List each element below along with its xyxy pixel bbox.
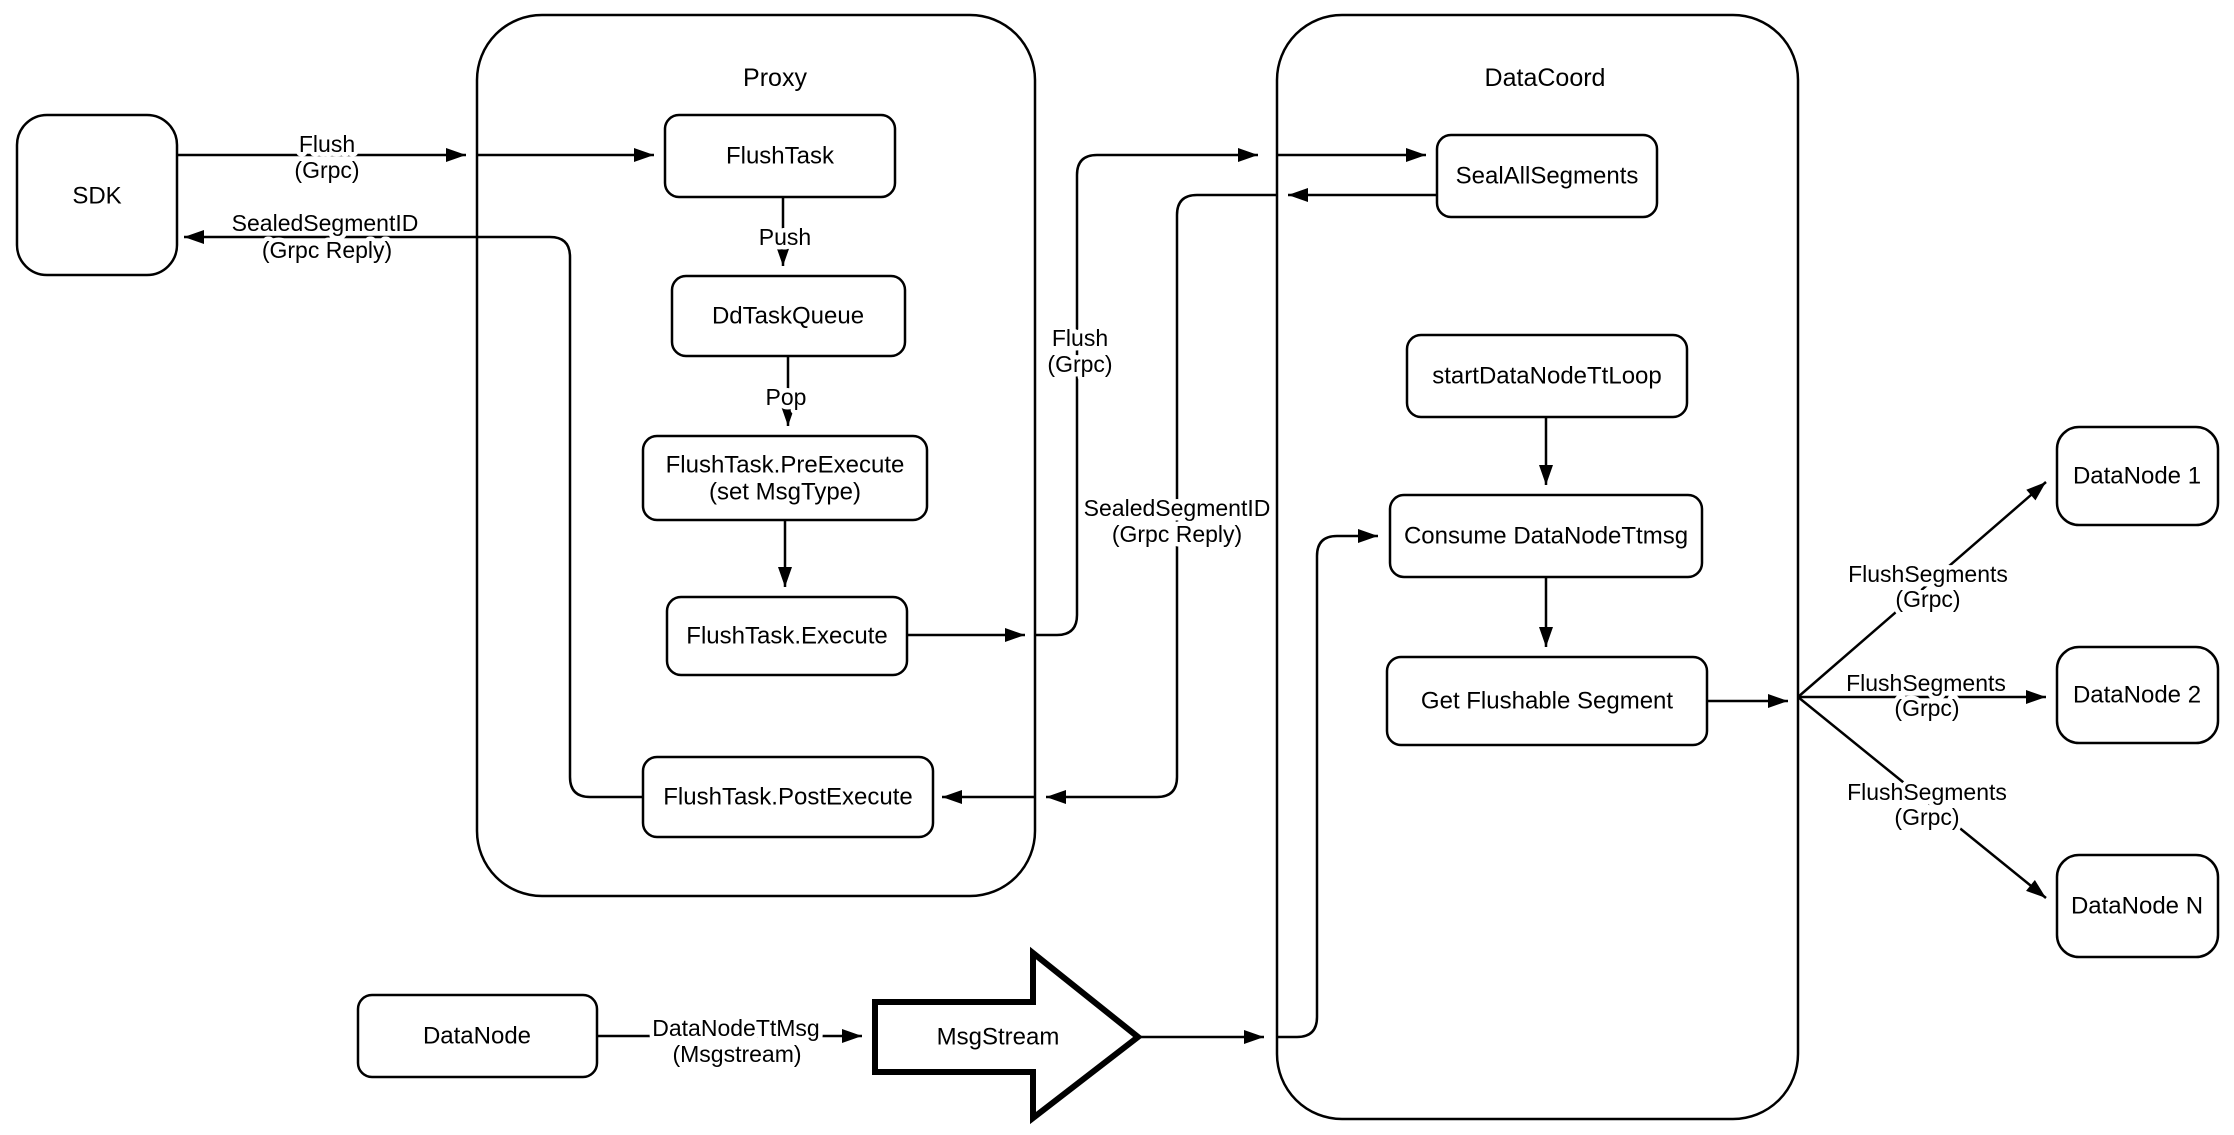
flushtask-node-label: FlushTask bbox=[726, 143, 835, 170]
datacoord-container: DataCoord bbox=[1275, 13, 1800, 1121]
datanode2-node-label: DataNode 2 bbox=[2073, 682, 2201, 709]
edge-label-ssid-sdk-line1: SealedSegmentID bbox=[232, 210, 419, 236]
datanode2-node: DataNode 2 bbox=[2055, 645, 2220, 745]
edge-label-ssid-sdk-line2: (Grpc Reply) bbox=[262, 237, 392, 263]
ddtaskqueue-node-label: DdTaskQueue bbox=[712, 303, 864, 330]
edge-datacoord-to-proxy-border-reply bbox=[1046, 193, 1277, 804]
edge-label-flush-mid-line1: Flush bbox=[1052, 325, 1108, 351]
datanode2-node-box bbox=[2055, 645, 2220, 745]
execute-node: FlushTask.Execute bbox=[665, 595, 909, 677]
proxy-container: Proxy bbox=[475, 13, 1037, 898]
execute-node-box bbox=[665, 595, 909, 677]
ddtaskqueue-node-box bbox=[670, 274, 907, 358]
flushtask-node: FlushTask bbox=[663, 113, 897, 199]
preexecute-node: FlushTask.PreExecute (set MsgType) bbox=[641, 434, 929, 522]
edge-label-flushsegments2-line1: FlushSegments bbox=[1846, 670, 2006, 696]
edge-label-flushsegments1-line1: FlushSegments bbox=[1848, 561, 2008, 587]
datanode-bottom-node-label: DataNode bbox=[423, 1023, 531, 1050]
consumedatanodettmsg-node-box bbox=[1388, 493, 1704, 579]
datanode1-node: DataNode 1 bbox=[2055, 425, 2220, 527]
edge-proxy-to-datacoord-border bbox=[1035, 148, 1258, 637]
startdatanodettloop-node-label: startDataNodeTtLoop bbox=[1432, 363, 1661, 390]
edge-label-flush-mid-line2: (Grpc) bbox=[1047, 351, 1112, 377]
preexecute-node-box bbox=[641, 434, 929, 522]
preexecute-node-label-line2: (set MsgType) bbox=[709, 479, 861, 506]
edge-label-flushsegments2-line2: (Grpc) bbox=[1894, 695, 1959, 721]
sealallsegments-node-box bbox=[1435, 133, 1659, 219]
sealallsegments-node-label: SealAllSegments bbox=[1456, 163, 1639, 190]
getflushablesegment-node-label: Get Flushable Segment bbox=[1421, 688, 1673, 715]
postexecute-node-label: FlushTask.PostExecute bbox=[663, 784, 912, 811]
datacoord-container-title: DataCoord bbox=[1485, 64, 1606, 92]
startdatanodettloop-node: startDataNodeTtLoop bbox=[1405, 333, 1689, 419]
datanode-bottom-node-box bbox=[356, 993, 599, 1079]
flushtask-node-box bbox=[663, 113, 897, 199]
edge-label-ssid-reply-line2: (Grpc Reply) bbox=[1112, 521, 1242, 547]
msgstream-node: MsgStream bbox=[872, 946, 1143, 1125]
datanode1-node-label: DataNode 1 bbox=[2073, 463, 2201, 490]
datanoden-node: DataNode N bbox=[2055, 853, 2220, 959]
datanoden-node-label: DataNode N bbox=[2071, 893, 2203, 920]
preexecute-node-label-line1: FlushTask.PreExecute bbox=[666, 452, 905, 479]
consumedatanodettmsg-node: Consume DataNodeTtmsg bbox=[1388, 493, 1704, 579]
edge-label-flushsegments3-line2: (Grpc) bbox=[1894, 804, 1959, 830]
proxy-container-box bbox=[475, 13, 1037, 898]
datanode-bottom-node: DataNode bbox=[356, 993, 599, 1079]
edge-label-flushsegments1-line2: (Grpc) bbox=[1895, 586, 1960, 612]
getflushablesegment-node: Get Flushable Segment bbox=[1385, 655, 1709, 747]
edge-label-datanodettmsg-line2: (Msgstream) bbox=[672, 1041, 801, 1067]
getflushablesegment-node-box bbox=[1385, 655, 1709, 747]
sdk-node: SDK bbox=[15, 113, 179, 277]
postexecute-node: FlushTask.PostExecute bbox=[641, 755, 935, 839]
edge-postexecute-to-sdk bbox=[184, 230, 643, 799]
ddtaskqueue-node: DdTaskQueue bbox=[670, 274, 907, 358]
startdatanodettloop-node-box bbox=[1405, 333, 1689, 419]
consumedatanodettmsg-node-label: Consume DataNodeTtmsg bbox=[1404, 523, 1688, 550]
sealallsegments-node: SealAllSegments bbox=[1435, 133, 1659, 219]
edge-fanout-to-datanode1 bbox=[1797, 481, 2047, 698]
execute-node-label: FlushTask.Execute bbox=[686, 623, 887, 650]
sdk-node-label: SDK bbox=[72, 183, 121, 210]
edge-label-datanodettmsg-line1: DataNodeTtMsg bbox=[652, 1015, 819, 1041]
edge-label-pop: Pop bbox=[766, 384, 807, 410]
edge-label-ssid-reply-line1: SealedSegmentID bbox=[1084, 495, 1271, 521]
proxy-container-title: Proxy bbox=[743, 64, 807, 92]
edge-label-flush-sdk-line1: Flush bbox=[299, 131, 355, 157]
edge-label-flush-sdk-line2: (Grpc) bbox=[294, 157, 359, 183]
edge-fanout-to-datanoden bbox=[1797, 696, 2047, 899]
datanode1-node-box bbox=[2055, 425, 2220, 527]
datanoden-node-box bbox=[2055, 853, 2220, 959]
msgstream-node-label: MsgStream bbox=[937, 1024, 1060, 1051]
edge-label-push: Push bbox=[759, 224, 811, 250]
edge-label-flushsegments3-line1: FlushSegments bbox=[1847, 779, 2007, 805]
msgstream-fat-arrow-shape bbox=[872, 946, 1143, 1125]
postexecute-node-box bbox=[641, 755, 935, 839]
datacoord-container-box bbox=[1275, 13, 1800, 1121]
sdk-node-box bbox=[15, 113, 179, 277]
edge-datacoord-border-to-consume bbox=[1277, 529, 1378, 1039]
